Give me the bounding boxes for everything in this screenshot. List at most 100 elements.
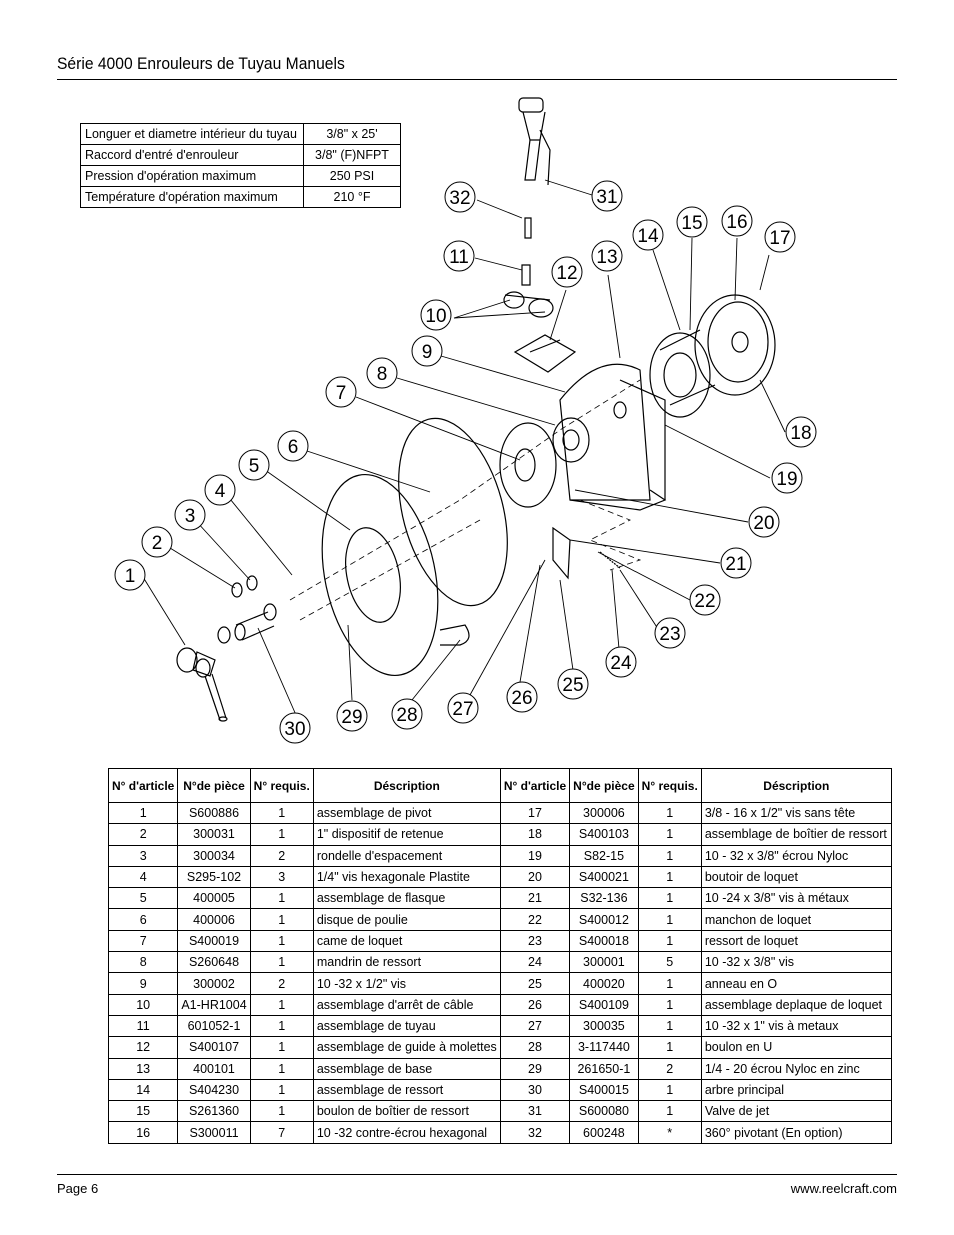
callout-label: 1: [125, 566, 136, 587]
callout-16: 16: [721, 205, 753, 237]
cell-part-number: 601052-1: [177, 1014, 251, 1038]
cell-description: 10 -24 x 3/8" vis à métaux: [700, 887, 892, 910]
cell-description: boutoir de loquet: [700, 865, 892, 889]
cell-part-number: S261360: [177, 1100, 251, 1123]
cell-description: 360° pivotant (En option): [700, 1121, 892, 1144]
cell-quantity: 1: [637, 865, 702, 889]
website-link[interactable]: www.reelcraft.com: [790, 1181, 897, 1196]
header-part-number-2: N°de pièce: [569, 768, 639, 803]
cell-item-number: 32: [499, 1121, 571, 1144]
cell-description: arbre principal: [700, 1078, 892, 1102]
cell-description: assemblage de ressort: [312, 1078, 501, 1102]
cell-item-number: 27: [499, 1014, 571, 1038]
header-quantity-2: N° requis.: [637, 768, 702, 803]
cell-part-number: A1-HR1004: [177, 993, 251, 1016]
cell-item-number: 25: [499, 972, 571, 995]
cell-quantity: 1: [249, 1036, 314, 1059]
cell-quantity: 1: [637, 908, 702, 931]
header-divider: [57, 79, 897, 80]
cell-description: 10 -32 x 3/8" vis: [700, 951, 892, 974]
cell-quantity: *: [637, 1121, 702, 1144]
cell-item-number: 8: [107, 951, 179, 974]
spec-label: Température d'opération maximum: [80, 186, 304, 208]
callout-label: 24: [610, 653, 632, 674]
callout-label: 18: [790, 423, 811, 444]
latch-cam-drawing: [499, 422, 557, 508]
callout-label: 13: [596, 247, 617, 268]
callout-label: 19: [776, 469, 797, 490]
cell-description: assemblage de base: [312, 1057, 501, 1080]
cell-item-number: 11: [107, 1014, 179, 1038]
cell-part-number: 300006: [569, 801, 639, 825]
cell-part-number: S600080: [569, 1100, 639, 1123]
cell-description: manchon de loquet: [700, 908, 892, 931]
cell-quantity: 1: [249, 908, 314, 931]
spring-arbor-drawing: [552, 417, 590, 463]
cell-description: assemblage deplaque de loquet: [700, 993, 892, 1016]
cell-part-number: S260648: [177, 951, 251, 974]
callout-label: 21: [725, 554, 746, 575]
cell-quantity: 7: [249, 1121, 314, 1144]
cell-item-number: 12: [107, 1036, 179, 1059]
callout-17: 17: [764, 221, 796, 253]
callout-label: 22: [694, 591, 715, 612]
cell-item-number: 14: [107, 1078, 179, 1102]
cell-quantity: 1: [249, 951, 314, 974]
callout-2: 2: [141, 526, 173, 558]
callout-13: 13: [591, 240, 623, 272]
spray-valve-drawing: [518, 97, 551, 186]
callout-4: 4: [204, 474, 236, 506]
cell-quantity: 1: [637, 1036, 702, 1059]
page-number: Page 6: [57, 1181, 99, 1196]
parts-table-header: N° d'article N°de pièce N° requis. Déscr…: [107, 768, 892, 803]
callout-28: 28: [391, 698, 423, 730]
callout-label: 5: [249, 456, 260, 477]
cell-part-number: S82-15: [569, 844, 639, 867]
hose-assembly-drawing: [521, 264, 531, 286]
cell-part-number: 400005: [177, 887, 251, 910]
cell-item-number: 16: [107, 1121, 179, 1144]
callout-5: 5: [238, 449, 270, 481]
cell-quantity: 1: [249, 823, 314, 846]
cell-description: rondelle d'espacement: [312, 844, 501, 867]
cell-description: 10 - 32 x 3/8" écrou Nyloc: [700, 844, 892, 867]
cell-quantity: 2: [637, 1057, 702, 1080]
cell-description: Valve de jet: [700, 1100, 892, 1123]
cell-part-number: S600886: [177, 801, 251, 825]
cell-item-number: 17: [499, 801, 571, 825]
cell-description: 1/4" vis hexagonale Plastite: [312, 865, 501, 889]
cell-description: boulon en U: [700, 1036, 892, 1059]
flange-drawing: [321, 473, 439, 677]
cell-item-number: 1: [107, 801, 179, 825]
cell-part-number: 261650-1: [569, 1057, 639, 1080]
cell-part-number: 300031: [177, 823, 251, 846]
callout-11: 11: [443, 240, 475, 272]
cell-part-number: 300034: [177, 844, 251, 867]
callout-24: 24: [605, 646, 637, 678]
spring-housing-drawing: [659, 294, 776, 406]
callout-label: 6: [288, 437, 299, 458]
cell-part-number: 300001: [569, 951, 639, 974]
cell-quantity: 1: [249, 1078, 314, 1102]
cell-item-number: 20: [499, 865, 571, 889]
cell-item-number: 28: [499, 1036, 571, 1059]
callout-label: 2: [152, 533, 163, 554]
callout-label: 27: [452, 699, 473, 720]
callout-30: 30: [279, 712, 311, 744]
cell-description: assemblage d'arrêt de câble: [312, 993, 501, 1016]
callout-label: 30: [284, 719, 305, 740]
cell-item-number: 21: [499, 887, 571, 910]
callout-label: 31: [596, 187, 617, 208]
callout-27: 27: [447, 692, 479, 724]
spec-label: Longuer et diametre intérieur du tuyau: [80, 123, 304, 145]
callout-label: 17: [769, 228, 790, 249]
cell-part-number: S32-136: [569, 887, 639, 910]
cell-quantity: 1: [249, 887, 314, 910]
callout-label: 11: [449, 247, 469, 268]
cell-part-number: S400019: [177, 929, 251, 953]
callout-label: 32: [449, 188, 470, 209]
